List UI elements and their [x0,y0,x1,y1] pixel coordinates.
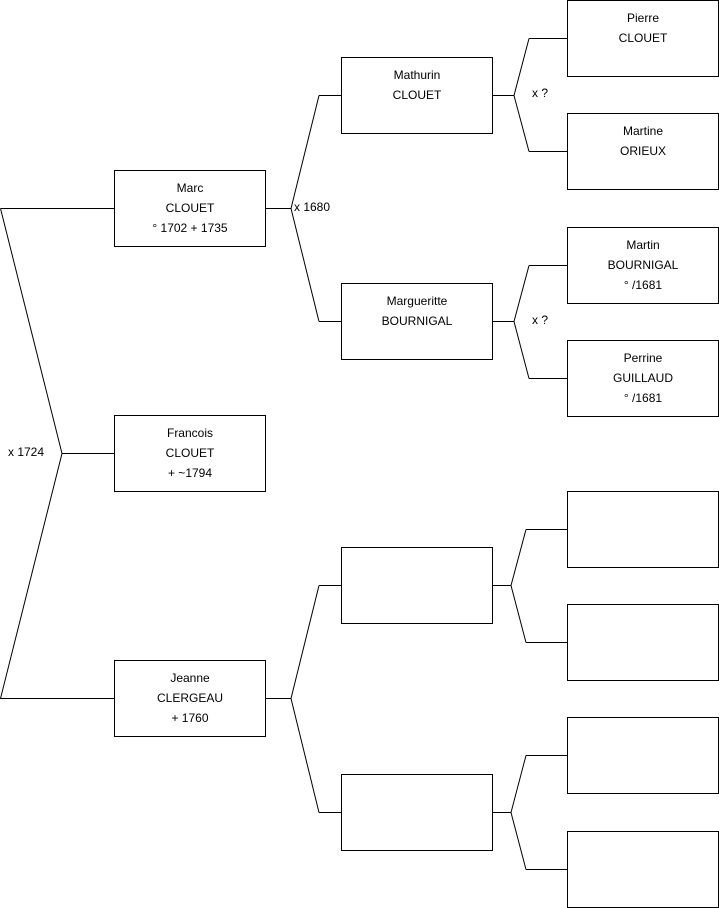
person-surname: BOURNIGAL [381,314,453,328]
person-box-martine[interactable]: Martine ORIEUX [567,113,719,190]
person-surname: ORIEUX [619,144,666,158]
person-first-name: Mathurin [393,68,441,82]
person-box-mathurin[interactable]: Mathurin CLOUET [341,57,493,134]
person-box-martin[interactable]: Martin BOURNIGAL ° /1681 [567,227,719,304]
person-first-name: Pierre [626,11,659,25]
person-dates: ° /1681 [623,391,663,405]
person-box-ggp8[interactable] [567,831,719,908]
person-surname: BOURNIGAL [607,258,679,272]
person-dates: + ~1794 [167,466,213,480]
person-surname: CLERGEAU [156,691,224,705]
person-dates: ° /1681 [623,278,663,292]
person-box-jeanne[interactable]: Jeanne CLERGEAU + 1760 [114,660,266,737]
person-box-marc[interactable]: Marc CLOUET ° 1702 + 1735 [114,170,266,247]
person-box-perrine[interactable]: Perrine GUILLAUD ° /1681 [567,340,719,417]
marriage-label-mathurin-parents: x ? [532,86,549,100]
person-surname: CLOUET [618,31,668,45]
person-dates: + 1760 [171,711,209,725]
person-surname: CLOUET [392,88,442,102]
person-surname: GUILLAUD [612,371,674,385]
person-first-name: Perrine [623,351,663,365]
person-box-marguerite[interactable]: Margueritte BOURNIGAL [341,283,493,360]
marriage-label-root: x 1724 [8,445,45,459]
person-box-francois[interactable]: Francois CLOUET + ~1794 [114,415,266,492]
person-first-name: Margueritte [386,294,448,308]
person-box-jeanne-mother[interactable] [341,774,493,851]
person-dates: ° 1702 + 1735 [152,221,228,235]
person-surname: CLOUET [165,446,215,460]
person-box-jeanne-father[interactable] [341,547,493,624]
person-box-ggp7[interactable] [567,717,719,794]
person-first-name: Marc [176,181,204,195]
person-box-ggp6[interactable] [567,604,719,681]
person-box-pierre[interactable]: Pierre CLOUET [567,0,719,77]
marriage-label-marc-parents: x 1680 [294,200,331,214]
person-first-name: Jeanne [170,671,210,685]
person-first-name: Martine [622,124,663,138]
person-first-name: Francois [166,426,213,440]
marriage-label-marguerite-parents: x ? [532,313,549,327]
person-first-name: Martin [626,238,660,252]
person-box-ggp5[interactable] [567,491,719,568]
person-surname: CLOUET [165,201,215,215]
